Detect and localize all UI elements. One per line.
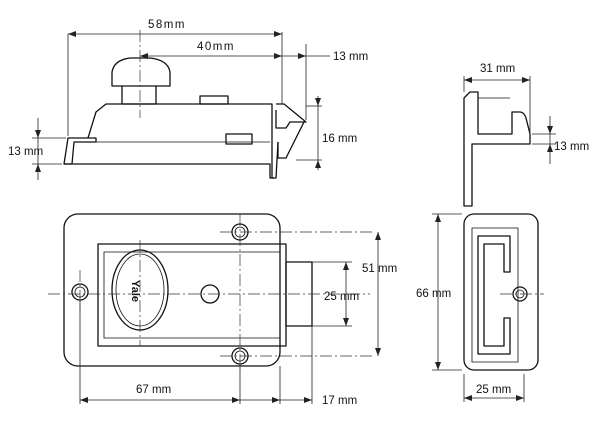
staple-plate-outer	[463, 213, 539, 371]
side-base-plate	[63, 137, 97, 165]
arrow	[315, 160, 321, 168]
side-body	[87, 103, 279, 179]
dim-58-label: 58mm	[148, 19, 186, 31]
arrow	[274, 53, 282, 59]
dim-25-staple-label: 25 mm	[476, 384, 511, 396]
arrow	[272, 397, 280, 403]
arrow	[435, 362, 441, 370]
arrow	[140, 53, 148, 59]
arrow	[298, 53, 306, 59]
dim-13-bolt-label: 13 mm	[333, 51, 368, 63]
side-slide-block	[225, 133, 253, 145]
arrow	[35, 164, 41, 172]
front-case-outer	[63, 213, 281, 367]
arrow	[343, 262, 349, 270]
dim-13-body-label: 13 mm	[8, 146, 43, 158]
arrow	[68, 31, 76, 37]
arrow	[516, 395, 524, 401]
staple-front-view: 66 mm 25 mm	[416, 213, 544, 402]
front-cover	[97, 243, 287, 347]
dim-67-label: 67 mm	[136, 384, 171, 396]
arrow	[435, 214, 441, 222]
arrow	[35, 130, 41, 138]
side-raised-tab	[199, 95, 229, 105]
arrow	[375, 232, 381, 240]
arrow	[375, 348, 381, 356]
side-view: 58mm 40mm 13 mm 16 mm 13 mm	[8, 19, 368, 180]
arrow	[304, 397, 312, 403]
arrow	[464, 77, 472, 83]
arrow	[274, 31, 282, 37]
arrow	[547, 144, 553, 152]
front-cover-inner	[103, 251, 281, 339]
staple-side-view: 31 mm 13 mm	[463, 63, 589, 207]
arrow	[232, 397, 240, 403]
side-base-lower	[64, 163, 274, 179]
dim-17-label: 17 mm	[322, 395, 357, 407]
side-bolt-tip	[276, 103, 307, 123]
side-bolt	[275, 110, 305, 159]
side-knob-cap	[111, 57, 171, 87]
dim-40-label: 40mm	[197, 41, 235, 53]
arrow	[547, 126, 553, 134]
dim-51-label: 51 mm	[362, 263, 397, 275]
dim-16-label: 16 mm	[322, 133, 357, 145]
brand-label: Yale	[129, 280, 141, 302]
arrow	[522, 77, 530, 83]
arrow	[464, 395, 472, 401]
dim-66-label: 66 mm	[416, 288, 451, 300]
dim-25-bolt-label: 25 mm	[324, 291, 359, 303]
staple-side-profile	[463, 91, 531, 207]
arrow	[315, 98, 321, 106]
staple-recess	[477, 235, 511, 355]
staple-recess-inner	[471, 227, 519, 363]
dim-13-staple-label: 13 mm	[554, 141, 589, 153]
dim-31-label: 31 mm	[480, 63, 515, 75]
arrow	[80, 397, 88, 403]
front-view: Yale 51 mm 25 mm 67 mm 17 mm	[48, 213, 397, 407]
arrow	[343, 318, 349, 326]
